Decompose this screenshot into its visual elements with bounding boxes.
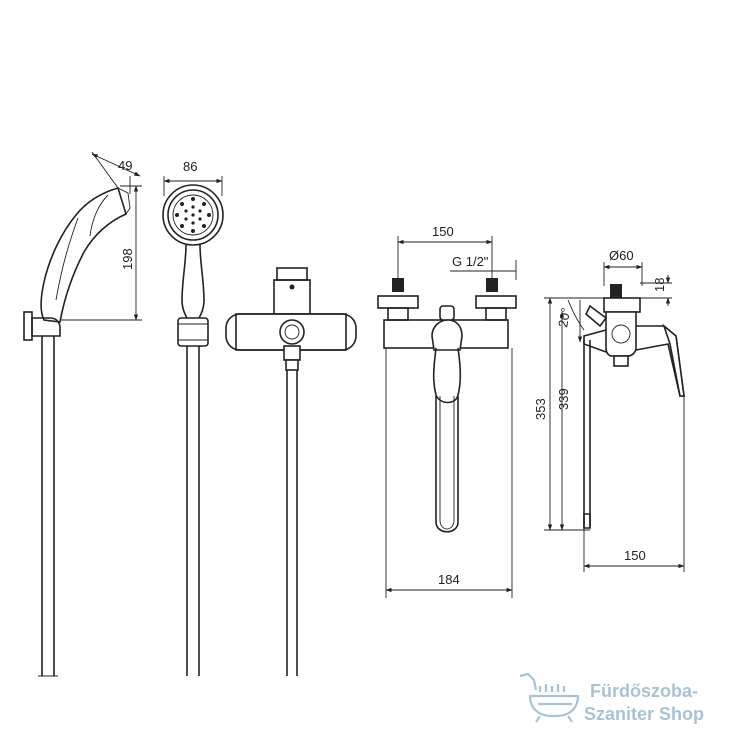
- handshower-side-view: 49 198: [23, 151, 142, 677]
- dim-49-label: 49: [118, 158, 132, 173]
- dim-339-label: 339: [556, 388, 571, 410]
- angle-20-label: 20°: [555, 307, 573, 329]
- dim-198-label: 198: [120, 248, 135, 270]
- thread-size-label: G 1/2": [452, 254, 489, 269]
- watermark-line1: Fürdőszoba-: [590, 681, 698, 701]
- dim-150-top-label: 150: [432, 224, 454, 239]
- mixer-front-view: [225, 267, 357, 676]
- mixer-spout-view: 150 G 1/2" 184: [377, 224, 517, 598]
- dim-86-label: 86: [183, 159, 197, 174]
- watermark-line2: Szaniter Shop: [584, 704, 704, 724]
- handshower-front-view: 86: [162, 159, 224, 676]
- dim-184-label: 184: [438, 572, 460, 587]
- mixer-side-view: Ø60 18 20° 353 339: [533, 248, 685, 572]
- bathtub-logo-icon: [519, 672, 580, 723]
- dim-18-label: 18: [652, 278, 667, 292]
- shop-watermark: Fürdőszoba- Szaniter Shop: [519, 672, 704, 724]
- dim-353-label: 353: [533, 398, 548, 420]
- dim-diameter-label: Ø60: [609, 248, 634, 263]
- dim-150-bottom-label: 150: [624, 548, 646, 563]
- spray-nozzles: [175, 197, 211, 233]
